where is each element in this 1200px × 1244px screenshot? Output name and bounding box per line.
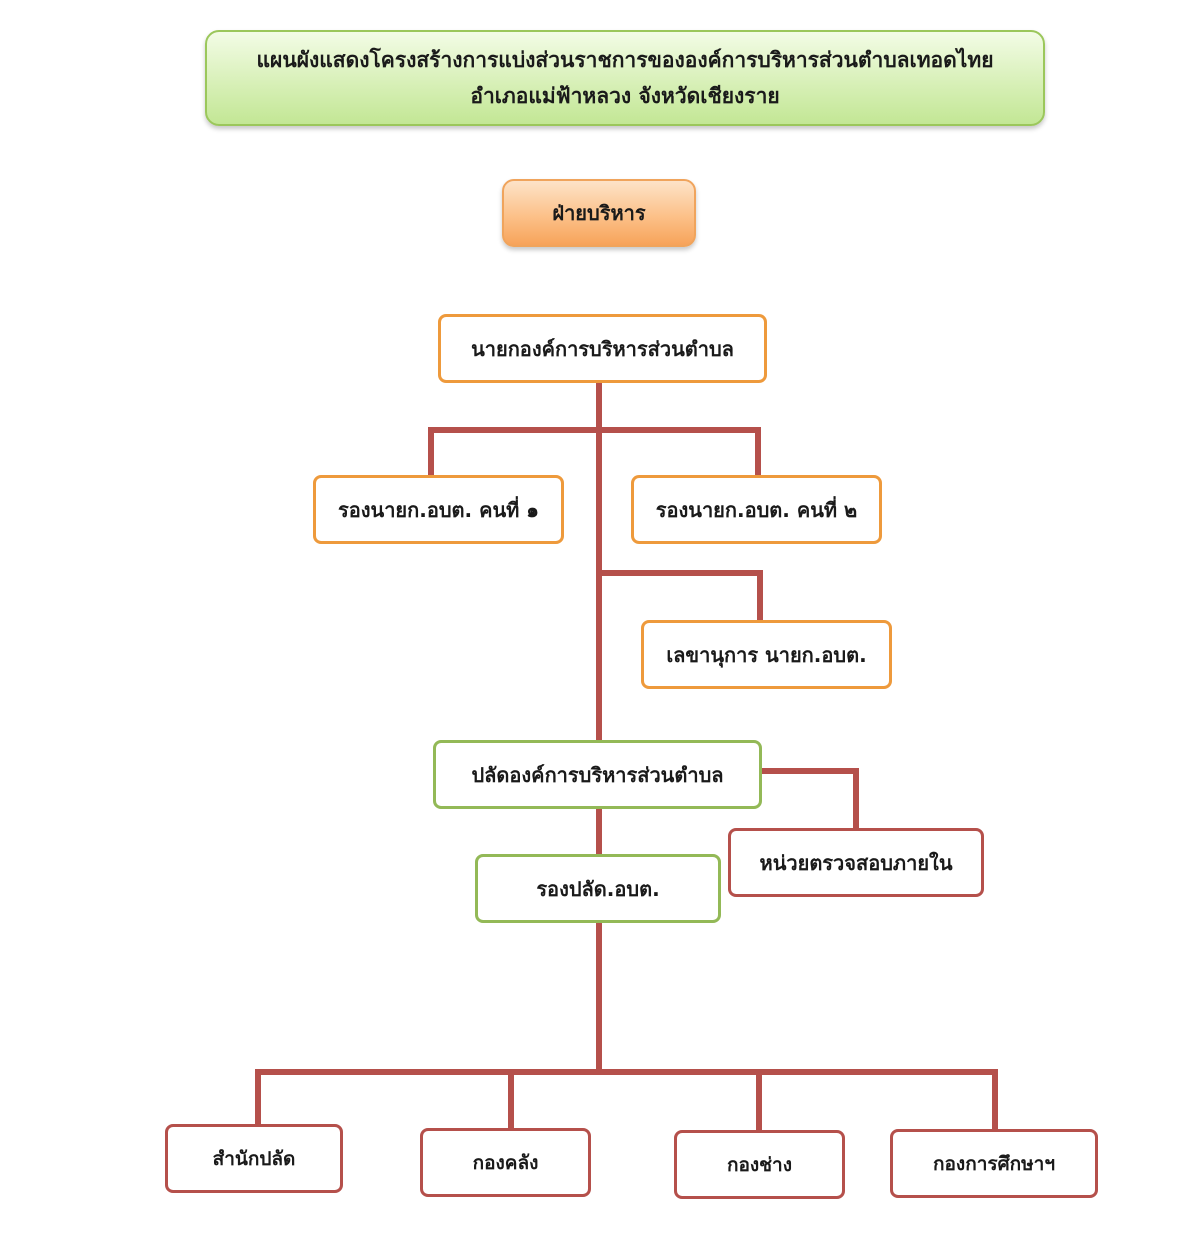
- connector-secretary: [596, 570, 763, 623]
- node-deputy-mayor-2: รองนายก.อบต. คนที่ ๒: [631, 475, 882, 544]
- node-chief-administrator: ปลัดองค์การบริหารส่วนตำบล: [433, 740, 762, 809]
- node-internal-audit: หน่วยตรวจสอบภายใน: [728, 828, 984, 897]
- node-education-division: กองการศึกษาฯ: [890, 1129, 1098, 1198]
- node-office-of-chief: สำนักปลัด: [165, 1124, 343, 1193]
- node-mayor: นายกองค์การบริหารส่วนตำบล: [438, 314, 767, 383]
- connector-deputies: [428, 427, 761, 478]
- connector-divisions: [255, 1069, 998, 1131]
- node-deputy-mayor-1: รองนายก.อบต. คนที่ ๑: [313, 475, 564, 544]
- node-mayor-secretary: เลขานุการ นายก.อบต.: [641, 620, 892, 689]
- node-engineering-division: กองช่าง: [674, 1130, 845, 1199]
- connector-internal-audit: [759, 768, 859, 831]
- node-finance-division: กองคลัง: [420, 1128, 591, 1197]
- chart-title-box: แผนผังแสดงโครงสร้างการแบ่งส่วนราชการของอ…: [205, 30, 1045, 126]
- section-label-executive: ฝ่ายบริหาร: [502, 179, 696, 247]
- node-deputy-chief-administrator: รองปลัด.อบต.: [475, 854, 721, 923]
- chart-title-line-1: แผนผังแสดงโครงสร้างการแบ่งส่วนราชการของอ…: [256, 48, 994, 72]
- chart-title-line-2: อำเภอแม่ฟ้าหลวง จังหวัดเชียงราย: [470, 84, 780, 108]
